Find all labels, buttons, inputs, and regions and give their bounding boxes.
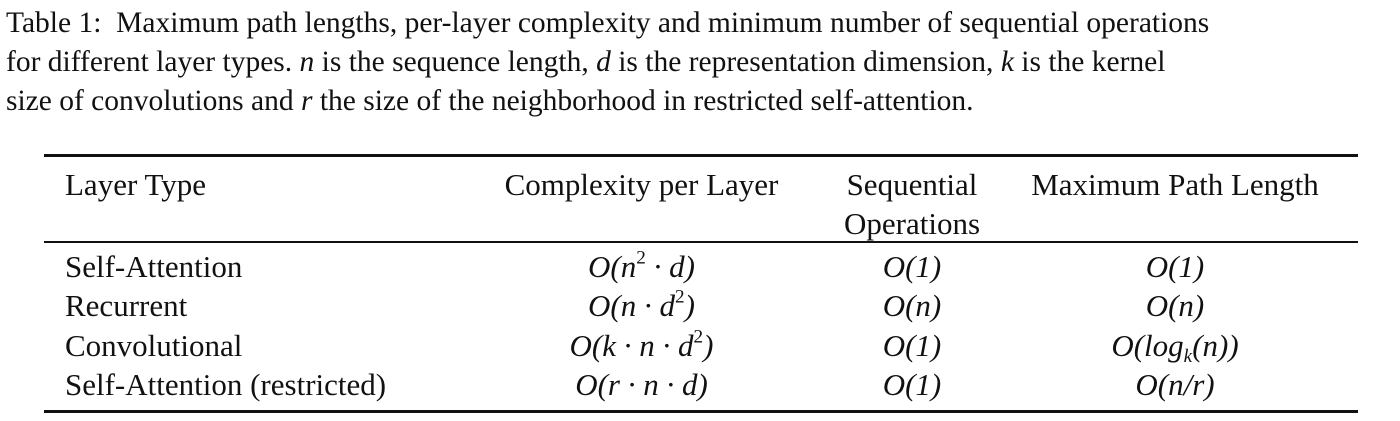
path-tail: (n)) xyxy=(1192,328,1239,363)
path-base: O(n/r) xyxy=(1135,367,1215,402)
path-subscript: k xyxy=(1183,345,1193,367)
caption-line-1: Table 1: Maximum path lengths, per-layer… xyxy=(6,4,1396,43)
complexity-tail: ) xyxy=(684,288,695,323)
row-path-length: O(1) xyxy=(1004,247,1346,286)
complexity-base: O(r · n · d) xyxy=(575,367,708,402)
caption-var-r: r xyxy=(300,85,313,117)
path-base: O(log xyxy=(1111,328,1184,363)
caption-text-2a: for different layer types. xyxy=(6,46,293,78)
caption-line-3: size of convolutions and r the size of t… xyxy=(6,82,1396,121)
row-complexity: O(n2 · d) xyxy=(464,247,819,286)
caption-text-1: Maximum path lengths, per-layer complexi… xyxy=(116,7,1210,39)
table-bottom-rule xyxy=(44,410,1358,413)
table-top-rule xyxy=(44,154,1358,157)
row-complexity: O(r · n · d) xyxy=(464,365,819,404)
complexity-exponent: 2 xyxy=(636,247,646,269)
path-base: O(1) xyxy=(1145,249,1205,284)
row-layer-name: Self-Attention (restricted) xyxy=(65,367,387,402)
comparison-table: Layer Type Complexity per Layer Sequenti… xyxy=(44,154,1358,414)
row-sequential: O(1) xyxy=(882,367,942,402)
row-complexity: O(k · n · d2) xyxy=(464,326,819,365)
header-path-length: Maximum Path Length xyxy=(1031,167,1319,202)
complexity-base: O(n xyxy=(588,249,637,284)
caption-text-2d: is the kernel xyxy=(1021,46,1166,78)
caption-text-3b: the size of the neighborhood in restrict… xyxy=(319,85,974,117)
path-base: O(n) xyxy=(1145,288,1205,323)
row-layer-name: Convolutional xyxy=(65,328,243,363)
header-layer-type: Layer Type xyxy=(65,167,206,202)
complexity-base: O(k · n · d xyxy=(569,328,694,363)
complexity-tail: ) xyxy=(703,328,714,363)
table-caption: Table 1: Maximum path lengths, per-layer… xyxy=(6,4,1396,121)
row-path-length: O(logk(n)) xyxy=(1004,326,1346,367)
row-layer-name: Recurrent xyxy=(65,288,188,323)
complexity-tail: · d) xyxy=(645,249,695,284)
row-path-length: O(n) xyxy=(1004,286,1346,325)
caption-var-k: k xyxy=(1000,46,1014,78)
header-sequential: Sequential Operations xyxy=(812,165,1012,243)
caption-text-2b: is the sequence length, xyxy=(321,46,589,78)
row-sequential: O(1) xyxy=(882,249,942,284)
row-complexity: O(n · d2) xyxy=(464,286,819,325)
caption-label: Table 1: xyxy=(6,7,102,39)
caption-var-n: n xyxy=(299,46,315,78)
header-complexity: Complexity per Layer xyxy=(504,167,779,202)
caption-line-2: for different layer types. n is the sequ… xyxy=(6,43,1396,82)
caption-var-d: d xyxy=(596,46,611,78)
header-sequential-line1: Sequential xyxy=(846,167,978,202)
caption-text-2c: is the representation dimension, xyxy=(618,46,994,78)
complexity-exponent: 2 xyxy=(675,286,685,308)
complexity-base: O(n · d xyxy=(588,288,676,323)
row-path-length: O(n/r) xyxy=(1004,365,1346,404)
table-header-rule xyxy=(44,241,1358,243)
row-layer-name: Self-Attention xyxy=(65,249,243,284)
complexity-exponent: 2 xyxy=(693,326,704,348)
row-sequential: O(n) xyxy=(882,288,942,323)
row-sequential: O(1) xyxy=(882,328,942,363)
header-sequential-line2: Operations xyxy=(843,206,981,241)
caption-text-3a: size of convolutions and xyxy=(6,85,294,117)
